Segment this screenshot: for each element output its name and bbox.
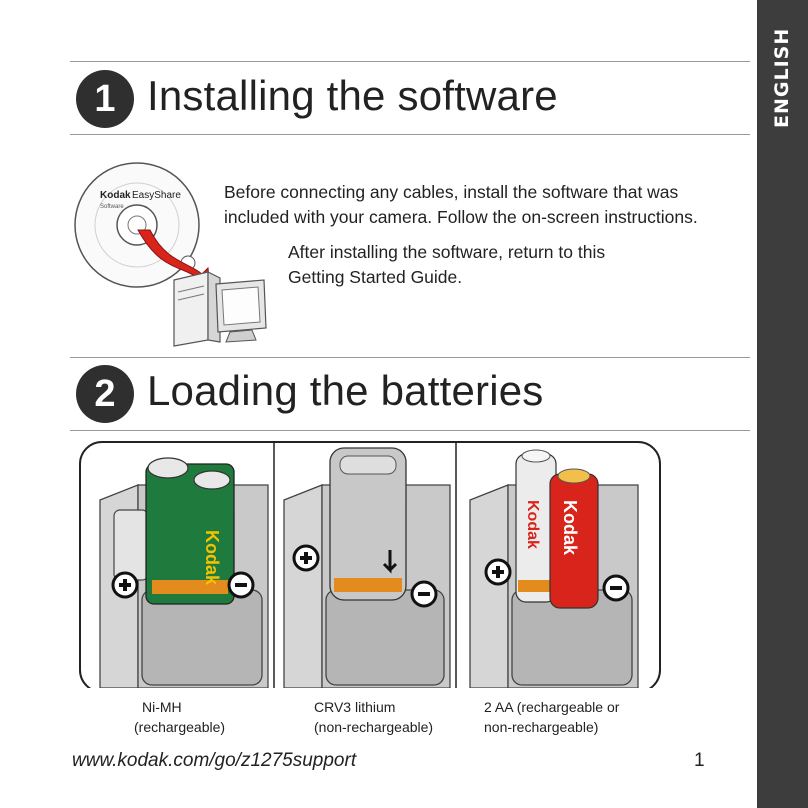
- caption-crv3-line2: (non-rechargeable): [314, 719, 434, 735]
- install-paragraph-line2: included with your camera. Follow the on…: [224, 207, 698, 227]
- language-label: ENGLISH: [771, 27, 793, 128]
- panel1-minus-icon: [227, 571, 255, 599]
- panel3-plus-icon: [484, 558, 512, 586]
- panel3-aa-battery-right: Kodak: [549, 468, 599, 609]
- software-install-illustration: Kodak EasyShare Software: [74, 162, 267, 347]
- panel3-minus-icon: [602, 574, 630, 602]
- section2-bottom-rule: [70, 430, 750, 431]
- section1-bottom-rule: [70, 134, 750, 135]
- support-url-link[interactable]: www.kodak.com/go/z1275support: [72, 750, 357, 771]
- cd-disc-icon: [74, 162, 200, 288]
- page-number: 1: [694, 750, 705, 771]
- section1-title: Installing the software: [147, 72, 558, 119]
- section2-title: Loading the batteries: [147, 367, 544, 414]
- panel1-plus-icon: [111, 571, 139, 599]
- computer-icon: [173, 271, 267, 347]
- caption-crv3: CRV3 lithium (non-rechargeable): [314, 697, 433, 737]
- install-paragraph-line1: Before connecting any cables, install th…: [224, 182, 679, 202]
- section2-top-rule: [70, 357, 750, 358]
- cd-sub-text: Software: [100, 204, 124, 210]
- cd-brand-text: Kodak: [100, 190, 131, 201]
- panel2-crv3-battery: [329, 447, 407, 601]
- return-paragraph-line2: Getting Started Guide.: [288, 267, 463, 287]
- section1-number-badge: 1: [76, 70, 134, 128]
- language-tab: ENGLISH: [757, 0, 808, 808]
- caption-nimh-line1: Ni-MH: [142, 699, 182, 715]
- panel2-plus-icon: [292, 544, 320, 572]
- panel2-arrow-icon: [382, 550, 398, 574]
- panel2-minus-icon: [410, 580, 438, 608]
- panel1-battery-brand: Kodak: [202, 530, 222, 586]
- caption-nimh-line2: (rechargeable): [134, 719, 226, 735]
- caption-aa-line1: 2 AA (rechargeable or: [484, 699, 620, 715]
- panel1-nimh-battery: Kodak: [145, 457, 235, 605]
- caption-crv3-line1: CRV3 lithium: [314, 699, 396, 715]
- panel3-right-battery-brand: Kodak: [560, 500, 580, 556]
- panel3-aa-battery-left: Kodak: [515, 449, 557, 603]
- return-paragraph-line1: After installing the software, return to…: [288, 242, 606, 262]
- caption-aa-line2: non-rechargeable): [484, 719, 599, 735]
- cd-product-text: EasyShare: [132, 190, 181, 201]
- return-paragraph: After installing the software, return to…: [288, 240, 605, 290]
- battery-loading-illustration: Kodak: [79, 441, 661, 688]
- panel3-left-battery-brand: Kodak: [524, 500, 541, 549]
- section2-number-badge: 2: [76, 365, 134, 423]
- caption-aa: 2 AA (rechargeable or non-rechargeable): [484, 697, 619, 737]
- caption-nimh: Ni-MH (rechargeable): [134, 697, 225, 737]
- battery-panels-frame: [79, 441, 661, 688]
- install-paragraph: Before connecting any cables, install th…: [224, 180, 698, 230]
- section1-top-rule: [70, 61, 750, 62]
